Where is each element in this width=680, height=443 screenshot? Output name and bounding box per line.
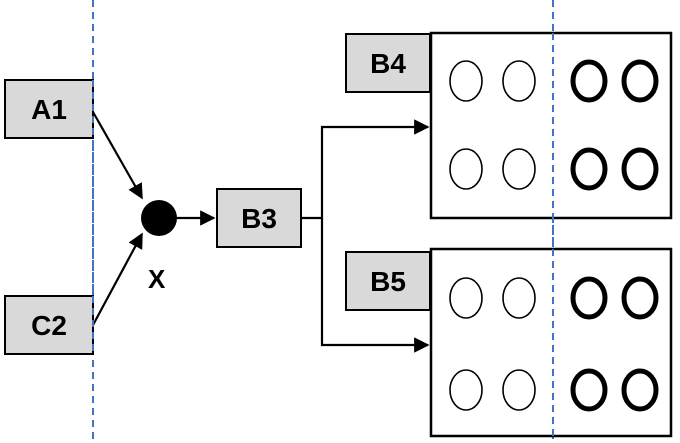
circle-thin — [449, 148, 483, 190]
node-a1-label: A1 — [31, 94, 67, 125]
circle-thin — [449, 60, 483, 102]
node-c2-box — [4, 295, 94, 355]
circle-thin — [502, 369, 536, 411]
circle-thick — [570, 147, 608, 191]
circle-thin — [502, 277, 536, 319]
circle-thick — [570, 59, 608, 103]
node-b4-label: B4 — [370, 48, 406, 79]
circle-thin — [502, 148, 536, 190]
node-b4-box — [345, 33, 431, 93]
circle-thin — [502, 60, 536, 102]
node-a1-box — [4, 79, 94, 139]
edge-b3-to-b5 — [320, 218, 430, 353]
circle-thick — [621, 276, 659, 320]
node-b5-box — [345, 251, 431, 311]
edge-b3-to-b4 — [301, 119, 430, 220]
node-b5-label: B5 — [370, 266, 406, 297]
junction-node — [141, 200, 177, 236]
circle-thick — [621, 368, 659, 412]
circle-thick — [570, 276, 608, 320]
edge-c2-to-x — [92, 232, 143, 326]
junction-label: X — [148, 264, 166, 294]
panel-b5-circles — [449, 276, 659, 412]
circle-thick — [621, 59, 659, 103]
circle-thick — [570, 368, 608, 412]
node-b3-box — [216, 188, 302, 248]
circle-thin — [449, 277, 483, 319]
circle-thick — [621, 147, 659, 191]
circle-thin — [449, 369, 483, 411]
node-c2-label: C2 — [31, 310, 67, 341]
edge-a1-to-x — [92, 111, 143, 200]
panel-b4-circles — [449, 59, 659, 191]
node-b3-label: B3 — [241, 203, 277, 234]
